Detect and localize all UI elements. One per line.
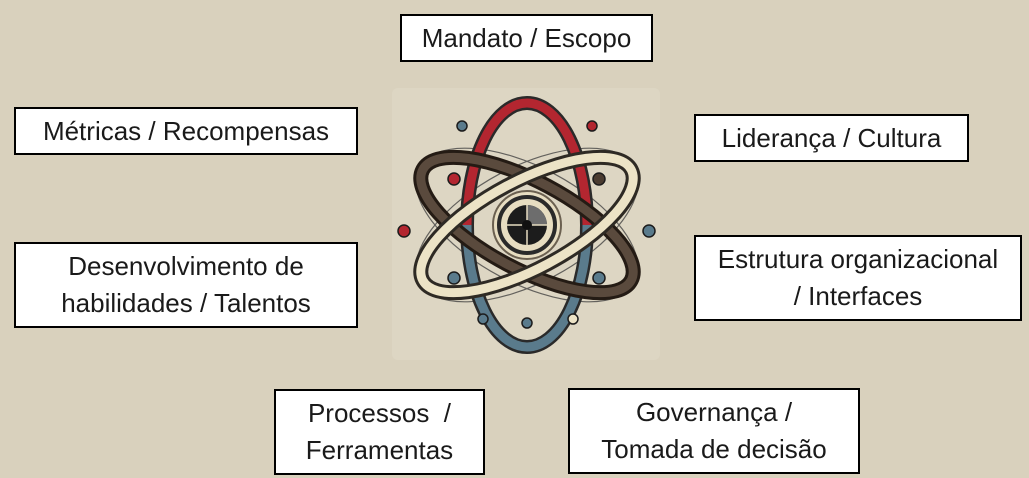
label-line: Estrutura organizacional	[717, 244, 999, 274]
label-line: Governança /	[635, 397, 793, 427]
label-desenvolvimento-habilidades: Desenvolvimento de habilidades / Talento…	[14, 242, 358, 328]
label-metricas-recompensas: Métricas / Recompensas	[14, 107, 358, 155]
label-line: / Interfaces	[793, 281, 923, 311]
label-line: Ferramentas	[305, 435, 454, 465]
label-line: Liderança / Cultura	[721, 122, 942, 153]
label-governanca-tomada-decisao: Governança / Tomada de decisão	[568, 388, 860, 474]
label-lideranca-cultura: Liderança / Cultura	[694, 114, 969, 162]
label-line: Desenvolvimento de	[68, 251, 304, 281]
label-line: Tomada de decisão	[601, 434, 827, 464]
atom-icon	[397, 96, 656, 354]
label-processos-ferramentas: Processos / Ferramentas	[274, 389, 485, 475]
label-estrutura-organizacional: Estrutura organizacional / Interfaces	[694, 235, 1022, 321]
label-line: habilidades / Talentos	[61, 288, 311, 318]
label-line: Métricas / Recompensas	[42, 115, 330, 146]
label-line: Mandato / Escopo	[421, 22, 632, 53]
label-mandato-escopo: Mandato / Escopo	[400, 14, 653, 62]
label-line: Processos /	[307, 398, 452, 428]
